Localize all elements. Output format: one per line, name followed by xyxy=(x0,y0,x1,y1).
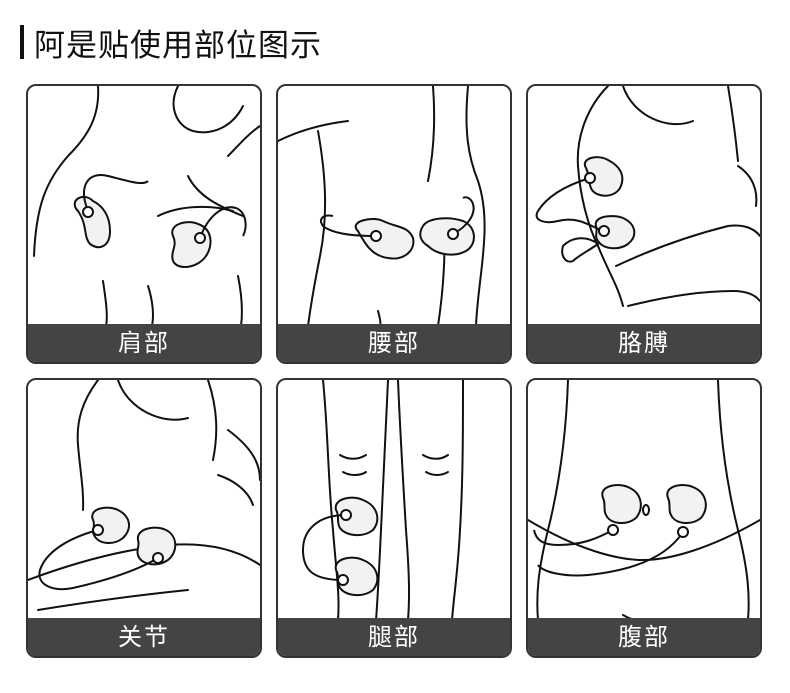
arm-illustration-icon xyxy=(535,86,760,307)
card-arm: 胳膊 xyxy=(526,84,762,364)
abdomen-illustration-icon xyxy=(528,380,760,620)
card-waist: 腰部 xyxy=(276,84,512,364)
card-joint: 关节 xyxy=(26,378,262,658)
label-joint: 关节 xyxy=(28,618,260,656)
label-arm: 胳膊 xyxy=(528,324,760,362)
usage-grid: 肩部 腰部 xyxy=(26,84,762,662)
card-shoulder: 肩部 xyxy=(26,84,262,364)
card-leg: 腿部 xyxy=(276,378,512,658)
title-accent-bar xyxy=(20,25,24,59)
label-leg: 腿部 xyxy=(278,618,510,656)
waist-illustration-icon xyxy=(278,86,486,326)
shoulder-illustration-icon xyxy=(33,86,260,326)
label-abdomen: 腹部 xyxy=(528,618,760,656)
label-waist: 腰部 xyxy=(278,324,510,362)
page-title-text: 阿是贴使用部位图示 xyxy=(34,27,322,64)
leg-illustration-icon xyxy=(301,380,464,620)
joint-illustration-icon xyxy=(28,380,260,611)
card-abdomen: 腹部 xyxy=(526,378,762,658)
label-shoulder: 肩部 xyxy=(28,324,260,362)
page-title: 阿是贴使用部位图示 xyxy=(20,20,322,64)
